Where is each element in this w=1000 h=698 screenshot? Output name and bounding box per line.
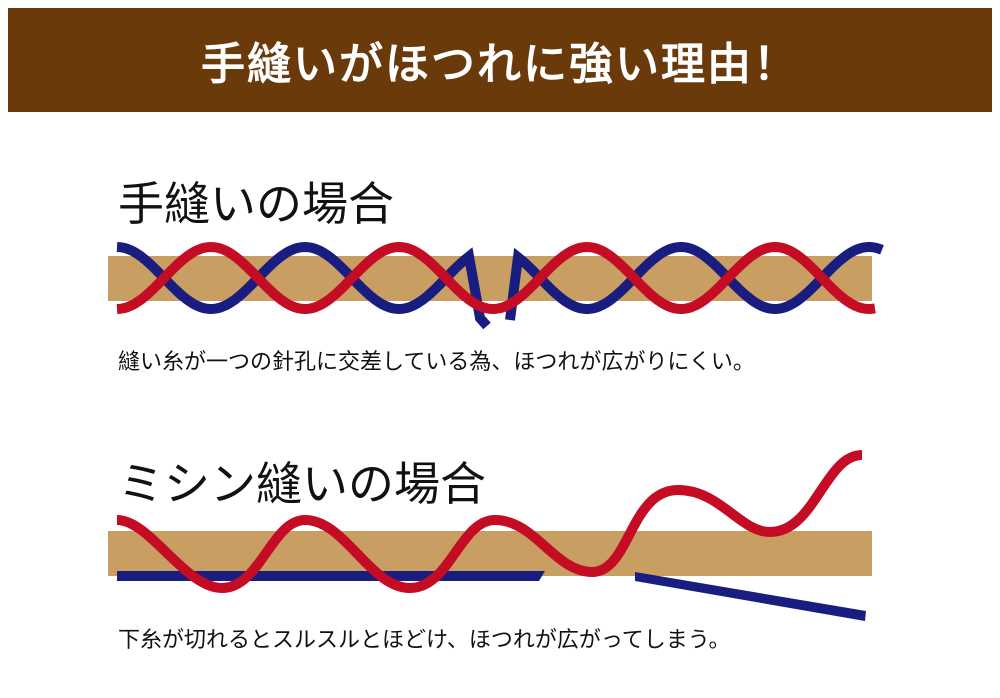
red-thread-hand [116,241,876,315]
page-title: 手縫いがほつれに強い理由！ [201,39,799,90]
fabric-band-hand [108,256,872,301]
machine-sewing-caption: 下糸が切れるとスルスルとほどけ、ほつれが広がってしまう。 [118,628,731,653]
machine-sewing-heading: ミシン縫いの場合 [118,457,486,511]
blue-thread-hand-left [116,241,491,330]
title-banner: 手縫いがほつれに強い理由！ [8,8,992,112]
hand-sewing-heading: 手縫いの場合 [118,177,394,231]
blue-lower-thread-broken [635,572,866,621]
fabric-band-machine [108,531,872,576]
hand-sewing-caption: 縫い糸が一つの針孔に交差している為、ほつれが広がりにくい。 [118,350,755,375]
red-upper-thread-machine [116,450,863,594]
